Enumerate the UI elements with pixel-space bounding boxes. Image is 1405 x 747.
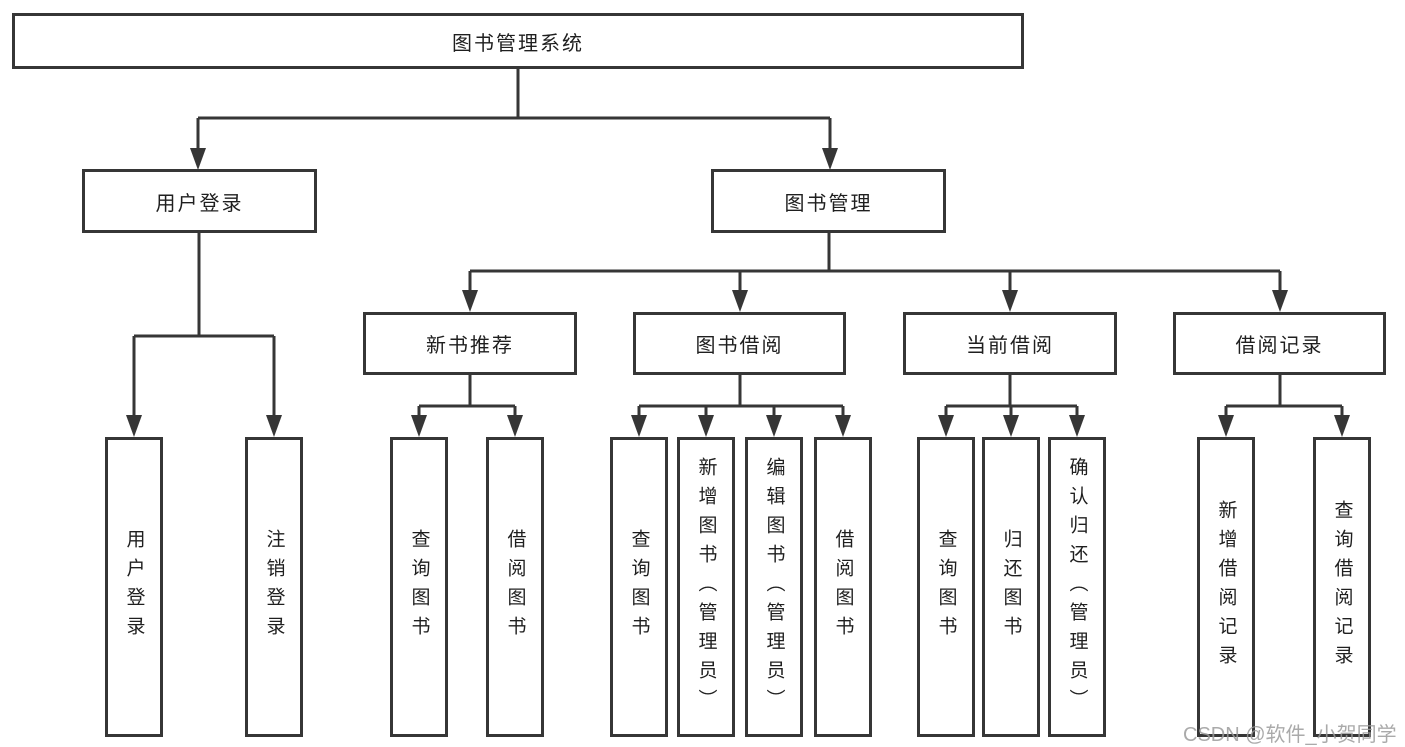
- leaf-user-login: 用户登录: [105, 437, 163, 737]
- node-new-book-recommend: 新书推荐: [363, 312, 577, 375]
- node-borrow-records: 借阅记录: [1173, 312, 1386, 375]
- leaf-return-book: 归还图书: [982, 437, 1040, 737]
- node-root: 图书管理系统: [12, 13, 1024, 69]
- leaf-add-borrow-record-label: 新增借阅记录: [1215, 500, 1237, 674]
- node-current-borrow-label: 当前借阅: [966, 335, 1054, 357]
- leaf-logout-label: 注销登录: [263, 529, 285, 645]
- csdn-watermark: CSDN @软件_小贺同学: [1183, 724, 1397, 746]
- node-current-borrow: 当前借阅: [903, 312, 1117, 375]
- leaf-add-book-admin-label: 新增图书（管理员）: [695, 456, 717, 718]
- node-borrow-records-label: 借阅记录: [1235, 335, 1324, 357]
- node-book-borrow: 图书借阅: [633, 312, 846, 375]
- leaf-query-books-current-label: 查询图书: [935, 529, 957, 645]
- leaf-add-book-admin: 新增图书（管理员）: [677, 437, 735, 737]
- node-root-label: 图书管理系统: [452, 32, 584, 55]
- leaf-edit-book-admin-label: 编辑图书（管理员）: [763, 456, 785, 718]
- leaf-user-login-label: 用户登录: [123, 529, 145, 645]
- node-book-management-label: 图书管理: [784, 192, 873, 215]
- leaf-borrow-books-borrow-label: 借阅图书: [832, 529, 854, 645]
- leaf-borrow-books-borrow: 借阅图书: [814, 437, 872, 737]
- connector-paths: [132, 69, 1344, 417]
- leaf-confirm-return-admin-label: 确认归还（管理员）: [1066, 456, 1088, 718]
- leaf-add-borrow-record: 新增借阅记录: [1197, 437, 1255, 737]
- leaf-borrow-books-recommend-label: 借阅图书: [504, 529, 526, 645]
- leaf-borrow-books-recommend: 借阅图书: [486, 437, 544, 737]
- leaf-query-books-borrow-label: 查询图书: [628, 529, 650, 645]
- leaf-edit-book-admin: 编辑图书（管理员）: [745, 437, 803, 737]
- node-book-borrow-label: 图书借阅: [695, 335, 784, 357]
- leaf-query-books-borrow: 查询图书: [610, 437, 668, 737]
- node-user-login: 用户登录: [82, 169, 317, 233]
- leaf-query-borrow-record-label: 查询借阅记录: [1331, 500, 1353, 674]
- leaf-return-book-label: 归还图书: [1000, 529, 1022, 645]
- leaf-query-borrow-record: 查询借阅记录: [1313, 437, 1371, 737]
- node-new-book-recommend-label: 新书推荐: [426, 335, 514, 357]
- leaf-query-books-current: 查询图书: [917, 437, 975, 737]
- leaf-query-books-recommend: 查询图书: [390, 437, 448, 737]
- leaf-query-books-recommend-label: 查询图书: [408, 529, 430, 645]
- arrowheads: [126, 148, 1350, 437]
- leaf-logout: 注销登录: [245, 437, 303, 737]
- node-book-management: 图书管理: [711, 169, 946, 233]
- leaf-confirm-return-admin: 确认归还（管理员）: [1048, 437, 1106, 737]
- node-user-login-label: 用户登录: [155, 192, 244, 215]
